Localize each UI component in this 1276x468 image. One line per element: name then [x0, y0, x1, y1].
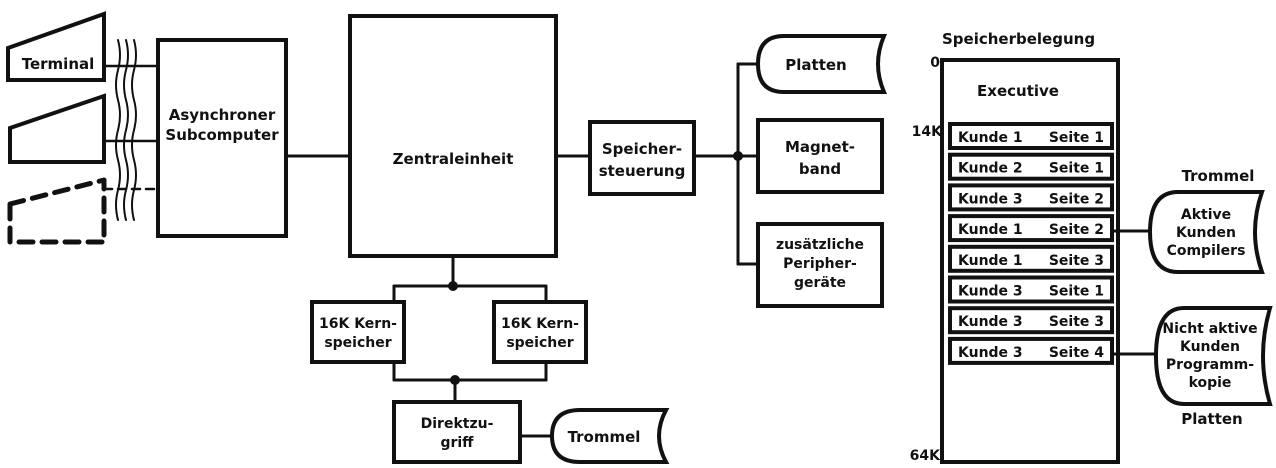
terminal-2 [8, 93, 106, 164]
active-line2: Kunden [1176, 225, 1236, 241]
core-memory-bus [392, 254, 548, 404]
terminal-1: Terminal [6, 11, 106, 82]
memory-row-customer: Kunde 1 [958, 130, 1023, 146]
memory-page-cell [948, 306, 1114, 335]
memory-page-cell [948, 275, 1114, 304]
peripheral-bus [692, 62, 760, 266]
drum-title: Trommel [1182, 167, 1255, 185]
tape-line2: band [799, 160, 841, 178]
memory-page-row: Kunde 1 Seite 1 [948, 122, 1114, 150]
memory-page-cell [948, 152, 1114, 181]
active-line1: Aktive [1181, 207, 1231, 223]
memory-row-page: Seite 1 [1049, 130, 1104, 146]
terminal-3-dashed [7, 177, 107, 245]
memory-page-row: Kunde 1 Seite 2 [948, 214, 1114, 243]
core-memory-left: 16K Kern- speicher [310, 300, 406, 364]
drum-device: Trommel [549, 408, 670, 464]
executive-label: Executive [977, 82, 1059, 100]
memory-row-page: Seite 3 [1049, 314, 1104, 330]
inactive-line3: Programm- [1166, 357, 1254, 373]
direct-access-line1: Direktzu- [421, 416, 494, 432]
inactive-line4: kopie [1189, 375, 1232, 391]
memory-row-customer: Kunde 3 [958, 191, 1023, 207]
drum-label: Trommel [568, 428, 641, 446]
memory-page-row: Kunde 2 Seite 1 [948, 152, 1114, 181]
memory-row-customer: Kunde 3 [958, 314, 1023, 330]
core-left-line2: speicher [324, 335, 391, 351]
inactive-line1: Nicht aktive [1162, 321, 1257, 337]
address-14k: 14K [912, 124, 943, 140]
memory-page-row: Kunde 1 Seite 3 [948, 244, 1114, 273]
disks-label: Platten [785, 56, 846, 74]
memory-page-cell [948, 214, 1114, 243]
memory-page-row: Kunde 3 Seite 4 [948, 336, 1114, 365]
inactive-line2: Kunden [1180, 339, 1240, 355]
memory-page-cell [948, 122, 1114, 150]
terminal-connections [102, 39, 160, 221]
memory-control-line2: steuerung [599, 162, 686, 180]
address-64k: 64K [910, 448, 941, 464]
memory-page-row: Kunde 3 Seite 1 [948, 275, 1114, 304]
address-0: 0 [930, 55, 940, 71]
direct-access-line2: griff [440, 435, 474, 451]
inactive-customers-disks: Nicht aktive Kunden Programm- kopie [1153, 306, 1273, 406]
memory-page-row: Kunde 3 Seite 2 [948, 183, 1114, 212]
tape-line1: Magnet- [785, 138, 855, 156]
tape-device: Magnet- band [756, 118, 884, 194]
disks-title: Platten [1181, 410, 1242, 428]
cpu-block: Zentraleinheit [348, 14, 558, 258]
memory-row-customer: Kunde 1 [958, 222, 1023, 238]
cpu-label: Zentraleinheit [393, 150, 514, 168]
additional-peripherals: zusätzliche Peripher- geräte [756, 222, 884, 308]
core-memory-right: 16K Kern- speicher [492, 300, 588, 364]
core-right-line2: speicher [506, 335, 573, 351]
terminal-label: Terminal [22, 55, 95, 73]
memory-control-line1: Speicher- [602, 140, 682, 158]
memory-row-page: Seite 2 [1049, 222, 1104, 238]
core-left-line1: 16K Kern- [319, 316, 397, 332]
memory-row-page: Seite 1 [1049, 284, 1104, 300]
memory-row-customer: Kunde 3 [958, 284, 1023, 300]
memory-page-cell [948, 183, 1114, 212]
disks-device: Platten [755, 34, 888, 94]
active-line3: Compilers [1167, 243, 1246, 259]
memory-page-cell [948, 244, 1114, 273]
memory-row-page: Seite 1 [1049, 161, 1104, 177]
memory-page-row: Kunde 3 Seite 3 [948, 306, 1114, 335]
additional-line3: geräte [794, 275, 846, 291]
additional-line1: zusätzliche [776, 237, 864, 253]
memory-control-block: Speicher- steuerung [588, 120, 696, 196]
memory-row-page: Seite 3 [1049, 253, 1104, 269]
memory-page-cell [948, 336, 1114, 365]
memory-page-rows: Kunde 1 Seite 1 Kunde 2 Seite 1 Kunde 3 Seite… [948, 122, 1114, 365]
memory-map-title: Speicherbelegung [942, 30, 1095, 48]
subcomputer-label-line2: Subcomputer [165, 126, 279, 144]
memory-row-customer: Kunde 1 [958, 253, 1023, 269]
memory-row-page: Seite 2 [1049, 191, 1104, 207]
subcomputer-label-line1: Asynchroner [169, 106, 276, 124]
direct-access-block: Direktzu- griff [392, 400, 522, 464]
additional-line2: Peripher- [783, 256, 857, 272]
core-right-line1: 16K Kern- [501, 316, 579, 332]
memory-row-customer: Kunde 3 [958, 345, 1023, 361]
subcomputer-block: Asynchroner Subcomputer [156, 38, 288, 238]
memory-row-customer: Kunde 2 [958, 161, 1023, 177]
memory-row-page: Seite 4 [1049, 345, 1104, 361]
active-customers-drum: Aktive Kunden Compilers [1147, 190, 1265, 274]
